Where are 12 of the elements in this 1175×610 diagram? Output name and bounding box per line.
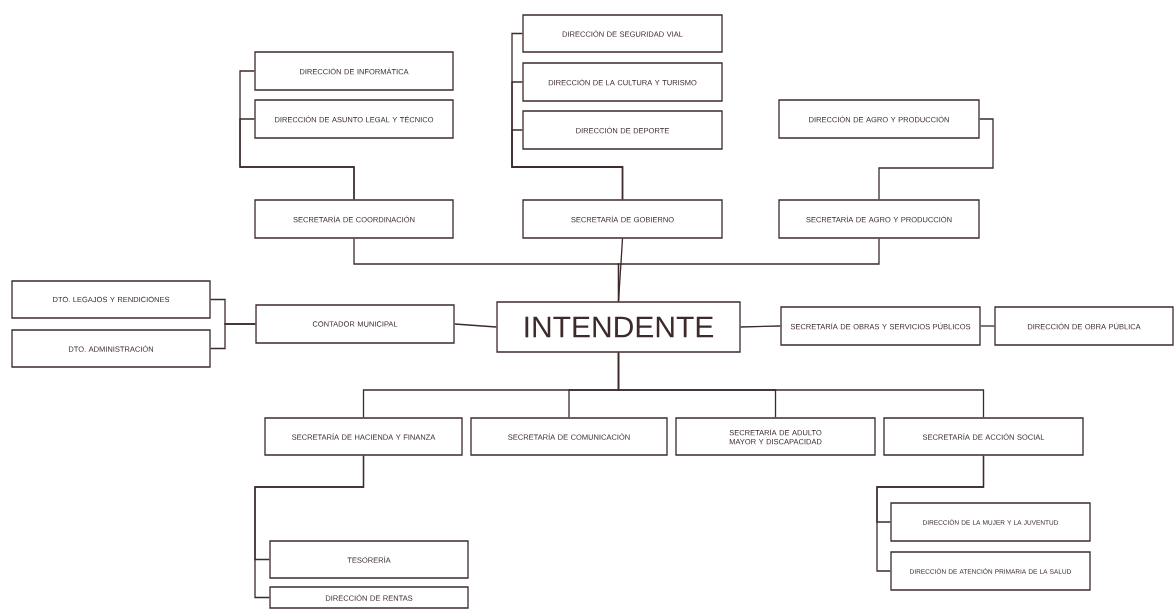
connector-line <box>876 455 985 572</box>
connector-line <box>511 129 624 200</box>
connector-line <box>878 118 994 200</box>
connector-line <box>740 325 781 328</box>
connector-line <box>239 118 355 200</box>
connector-line <box>454 323 497 328</box>
connector-line <box>617 352 985 418</box>
connector-line <box>254 455 365 599</box>
connector-line <box>210 323 256 350</box>
connector-line <box>617 238 880 302</box>
org-box: INTENDENTE <box>496 301 741 353</box>
connector-line <box>980 325 995 327</box>
